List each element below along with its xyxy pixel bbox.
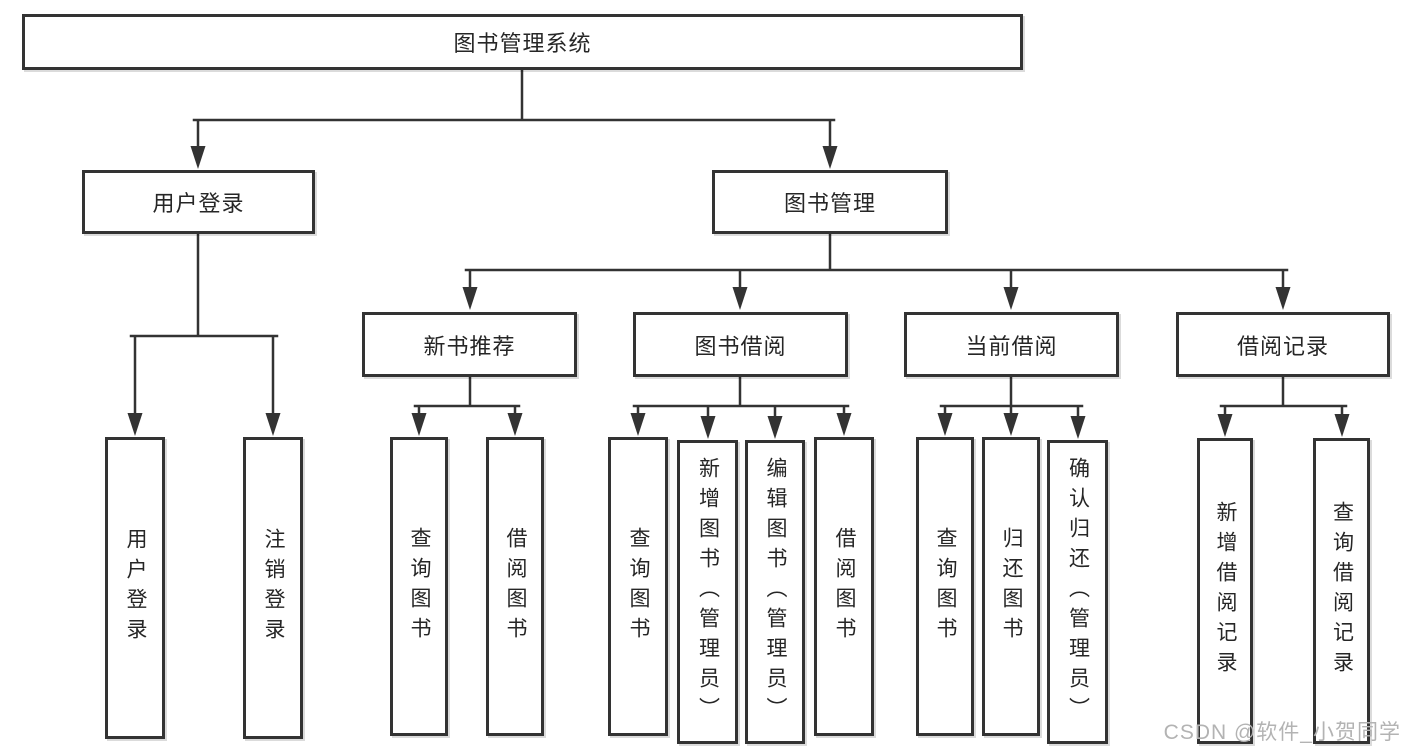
leaf-return-books: 归还图书 <box>982 437 1040 736</box>
node-root: 图书管理系统 <box>22 14 1023 70</box>
arrow-down-icon <box>1275 287 1291 310</box>
leaf-borrow-books-1: 借阅图书 <box>486 437 544 736</box>
leaf-query-books-3: 查询图书 <box>916 437 974 736</box>
arrow-down-icon <box>732 287 748 310</box>
leaf-logout: 注销登录 <box>243 437 303 739</box>
arrowheads <box>127 146 1350 439</box>
arrow-down-icon <box>190 146 206 169</box>
leaf-borrow-books-2: 借阅图书 <box>814 437 874 736</box>
arrow-down-icon <box>1070 416 1086 439</box>
leaf-edit-books-admin: 编辑图书（管理员） <box>745 440 805 744</box>
node-new-book-recommend: 新书推荐 <box>362 312 577 377</box>
arrow-down-icon <box>700 416 716 439</box>
watermark: CSDN @软件_小贺同学 <box>1163 721 1401 744</box>
arrow-down-icon <box>1334 414 1350 437</box>
arrow-down-icon <box>836 413 852 436</box>
leaf-user-login: 用户登录 <box>105 437 165 739</box>
arrow-down-icon <box>767 416 783 439</box>
arrow-down-icon <box>411 413 427 436</box>
leaf-query-books-2: 查询图书 <box>608 437 668 736</box>
arrow-down-icon <box>937 413 953 436</box>
leaf-query-books-1: 查询图书 <box>390 437 448 736</box>
arrow-down-icon <box>127 413 143 436</box>
node-user-login: 用户登录 <box>82 170 315 234</box>
node-borrowing-records: 借阅记录 <box>1176 312 1390 377</box>
arrow-down-icon <box>630 413 646 436</box>
leaf-confirm-return-admin: 确认归还（管理员） <box>1047 440 1108 744</box>
node-book-borrowing: 图书借阅 <box>633 312 848 377</box>
leaf-query-borrow-record: 查询借阅记录 <box>1313 438 1370 744</box>
arrow-down-icon <box>1003 413 1019 436</box>
arrow-down-icon <box>265 413 281 436</box>
leaf-add-borrow-record: 新增借阅记录 <box>1197 438 1253 744</box>
arrow-down-icon <box>1217 414 1233 437</box>
node-book-management: 图书管理 <box>712 170 948 234</box>
arrow-down-icon <box>1003 287 1019 310</box>
leaf-add-books-admin: 新增图书（管理员） <box>677 440 738 744</box>
arrow-down-icon <box>507 413 523 436</box>
arrow-down-icon <box>822 146 838 169</box>
arrow-down-icon <box>462 287 478 310</box>
node-current-borrowing: 当前借阅 <box>904 312 1119 377</box>
